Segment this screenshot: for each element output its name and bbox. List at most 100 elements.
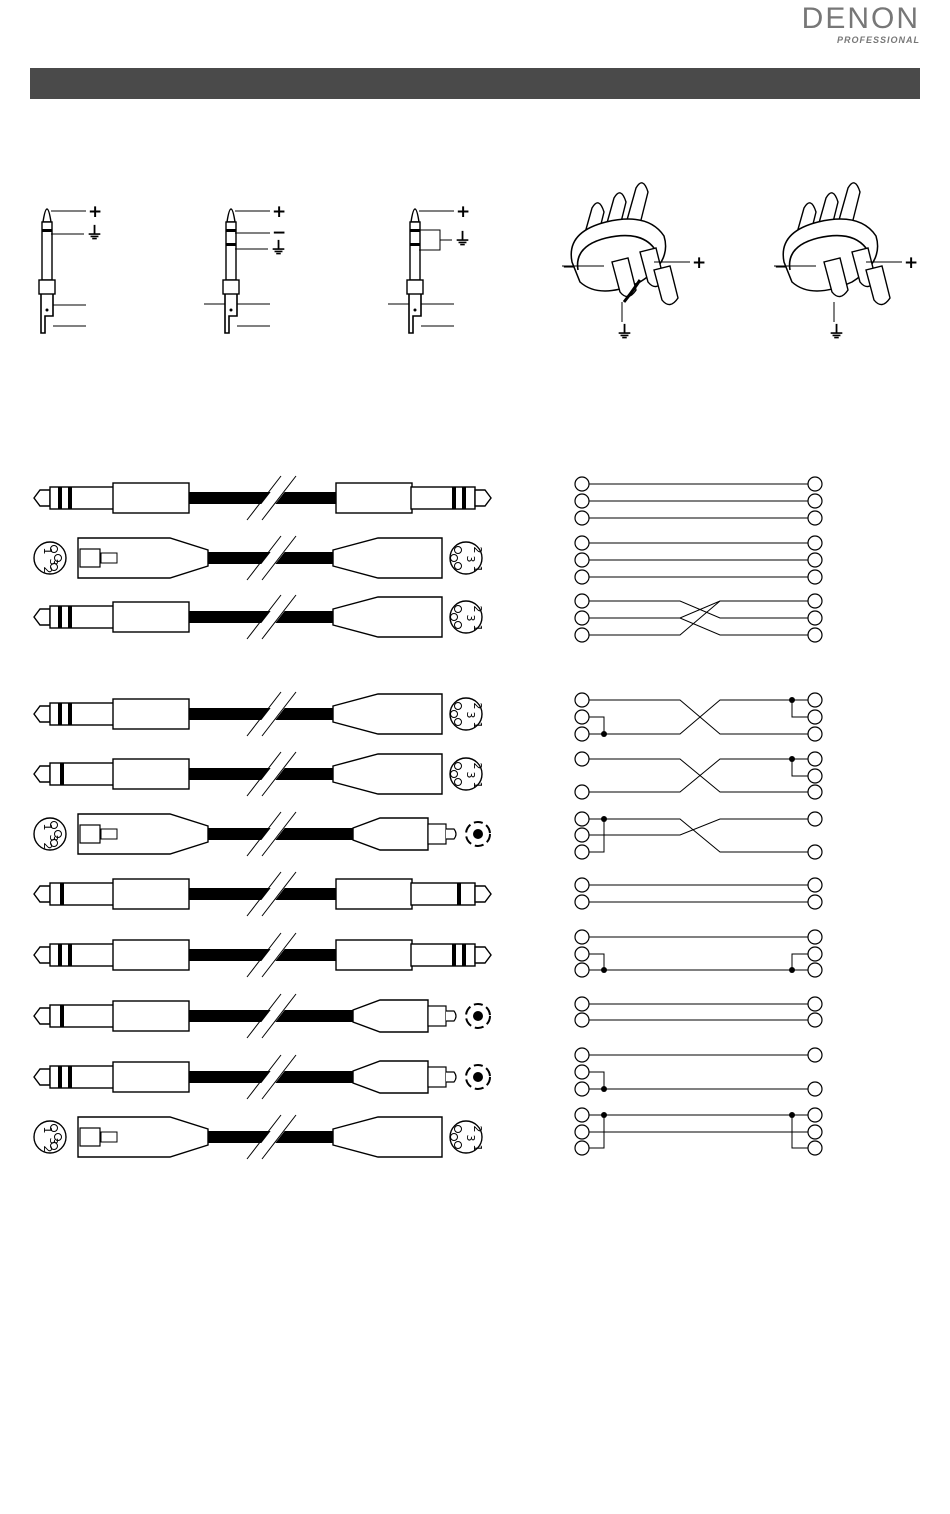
wiring-9 xyxy=(575,997,822,1027)
ground-label: ⏚ xyxy=(86,224,103,244)
cable-row: 132231 xyxy=(34,536,484,580)
xlr-pin xyxy=(451,711,458,718)
cable-row xyxy=(34,994,490,1038)
ground-label: ⏚ xyxy=(454,230,471,250)
terminal xyxy=(575,1125,589,1139)
pin-number-3: 3 xyxy=(464,772,477,779)
terminal xyxy=(575,1082,589,1096)
cable-row xyxy=(34,1055,490,1099)
wiring-1 xyxy=(575,477,822,525)
junction-dot xyxy=(789,967,795,973)
terminal xyxy=(575,628,589,642)
jack-ring-band xyxy=(68,703,72,725)
pin-number-1: 1 xyxy=(41,824,54,831)
xlr-latch-button xyxy=(101,829,117,839)
jack-tip xyxy=(34,766,50,782)
terminal xyxy=(808,785,822,799)
pin-number-1: 1 xyxy=(471,1145,484,1152)
plus-label: + xyxy=(456,202,470,222)
xlr-front-pin xyxy=(654,266,678,305)
cable-row xyxy=(34,476,491,520)
xlr-pin xyxy=(455,779,462,786)
wiring-3 xyxy=(575,594,822,642)
jack-shaft xyxy=(50,763,114,785)
terminal xyxy=(808,494,822,508)
rca-tip xyxy=(446,829,456,839)
wire xyxy=(589,717,604,734)
terminal xyxy=(808,845,822,859)
plus-label: + xyxy=(88,202,102,222)
jack-tip xyxy=(34,706,50,722)
jack-tip xyxy=(227,209,235,222)
rca-pin xyxy=(473,1011,483,1021)
jack-ring-band xyxy=(60,763,64,785)
terminal xyxy=(575,1141,589,1155)
jack-ring-band xyxy=(68,487,72,509)
xlr-housing xyxy=(333,538,442,578)
terminal xyxy=(808,930,822,944)
pin-number-3: 3 xyxy=(47,835,60,842)
wire xyxy=(589,1072,604,1089)
jack-ring-band xyxy=(410,243,420,246)
pin-number-3: 3 xyxy=(47,1138,60,1145)
terminal xyxy=(575,1065,589,1079)
terminal xyxy=(575,494,589,508)
jack-ring-band xyxy=(42,229,52,232)
wire xyxy=(589,618,808,635)
xlr-pin xyxy=(455,547,462,554)
terminal xyxy=(575,812,589,826)
wiring-8 xyxy=(575,930,822,977)
jack-tip xyxy=(34,609,50,625)
terminal xyxy=(808,1082,822,1096)
wire xyxy=(589,601,808,618)
rca-sleeve xyxy=(428,824,446,844)
jack-ring-band xyxy=(58,606,62,628)
terminal xyxy=(808,1141,822,1155)
plug-housing xyxy=(113,1062,189,1092)
cable-jacket xyxy=(189,888,336,900)
jack-ring-band xyxy=(68,944,72,966)
wire xyxy=(589,759,808,792)
wiring-10 xyxy=(575,1048,822,1096)
wiring-5 xyxy=(575,752,822,799)
rca-housing xyxy=(353,1000,428,1032)
jack-ring-band xyxy=(60,1005,64,1027)
plug-housing xyxy=(336,940,412,970)
junction-dot xyxy=(789,697,795,703)
plug-pinout-figures: +⏚+−⏚+⏚−+⏚−+⏚ xyxy=(39,183,918,343)
wiring-7 xyxy=(575,878,822,909)
wire xyxy=(589,700,808,734)
plug-housing xyxy=(336,483,412,513)
cable-row: 1 32 xyxy=(34,812,490,856)
cable-row: 132231 xyxy=(34,1115,484,1159)
pin-number-2: 2 xyxy=(471,606,484,613)
xlr-pin-figure: −+⏚ xyxy=(774,183,918,343)
plug-housing xyxy=(113,940,189,970)
wire xyxy=(792,759,808,776)
jack-ring-band xyxy=(452,944,456,966)
jack-solder-lug xyxy=(41,294,53,333)
terminal xyxy=(575,878,589,892)
terminal xyxy=(808,1125,822,1139)
minus-label: − xyxy=(774,257,788,277)
jack-tip xyxy=(34,1008,50,1024)
cable-row: 231 xyxy=(34,595,484,639)
jack-ring-band xyxy=(457,883,461,905)
pin-number-1: 1 xyxy=(471,782,484,789)
terminal xyxy=(808,878,822,892)
pin-number-2: 2 xyxy=(471,1126,484,1133)
pin-number-2: 2 xyxy=(41,843,54,850)
cable-row xyxy=(34,872,491,916)
wiring-4 xyxy=(575,693,822,741)
terminal xyxy=(808,594,822,608)
jack-ring-band xyxy=(58,944,62,966)
terminal xyxy=(808,727,822,741)
terminal xyxy=(808,536,822,550)
plug-housing xyxy=(336,879,412,909)
terminal xyxy=(575,477,589,491)
junction-dot xyxy=(601,816,607,822)
xlr-pin xyxy=(455,703,462,710)
xlr-pin xyxy=(455,719,462,726)
jack-collar xyxy=(223,280,239,294)
pin-number-1: 1 xyxy=(41,548,54,555)
